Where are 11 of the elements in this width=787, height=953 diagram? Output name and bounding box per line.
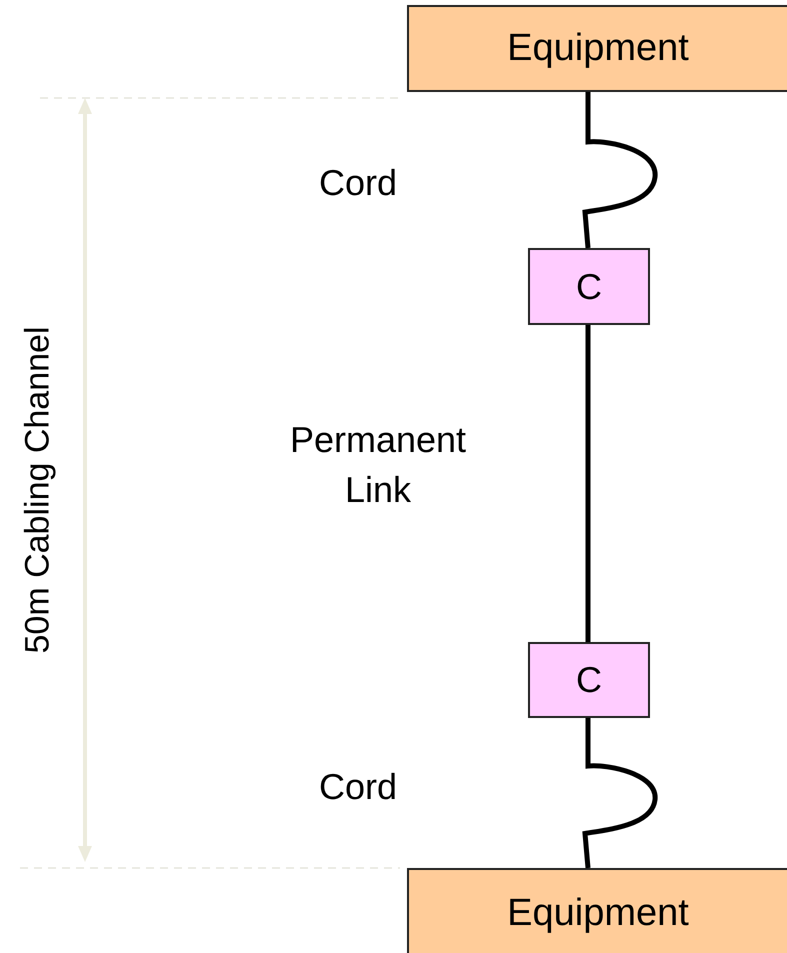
- cable-line: [582, 718, 658, 868]
- cable-label: Cord: [318, 765, 398, 809]
- cable-label: Cord: [318, 161, 398, 205]
- equipment-box: Equipment: [407, 5, 787, 92]
- connector-box: C: [528, 248, 650, 325]
- cable-label: Permanent Link: [288, 418, 468, 512]
- connector-box: C: [528, 642, 650, 718]
- dimension-label: 50m Cabling Channel: [18, 326, 58, 654]
- equipment-box: Equipment: [407, 868, 787, 953]
- cable-line: [582, 92, 658, 248]
- cable-line: [586, 325, 590, 642]
